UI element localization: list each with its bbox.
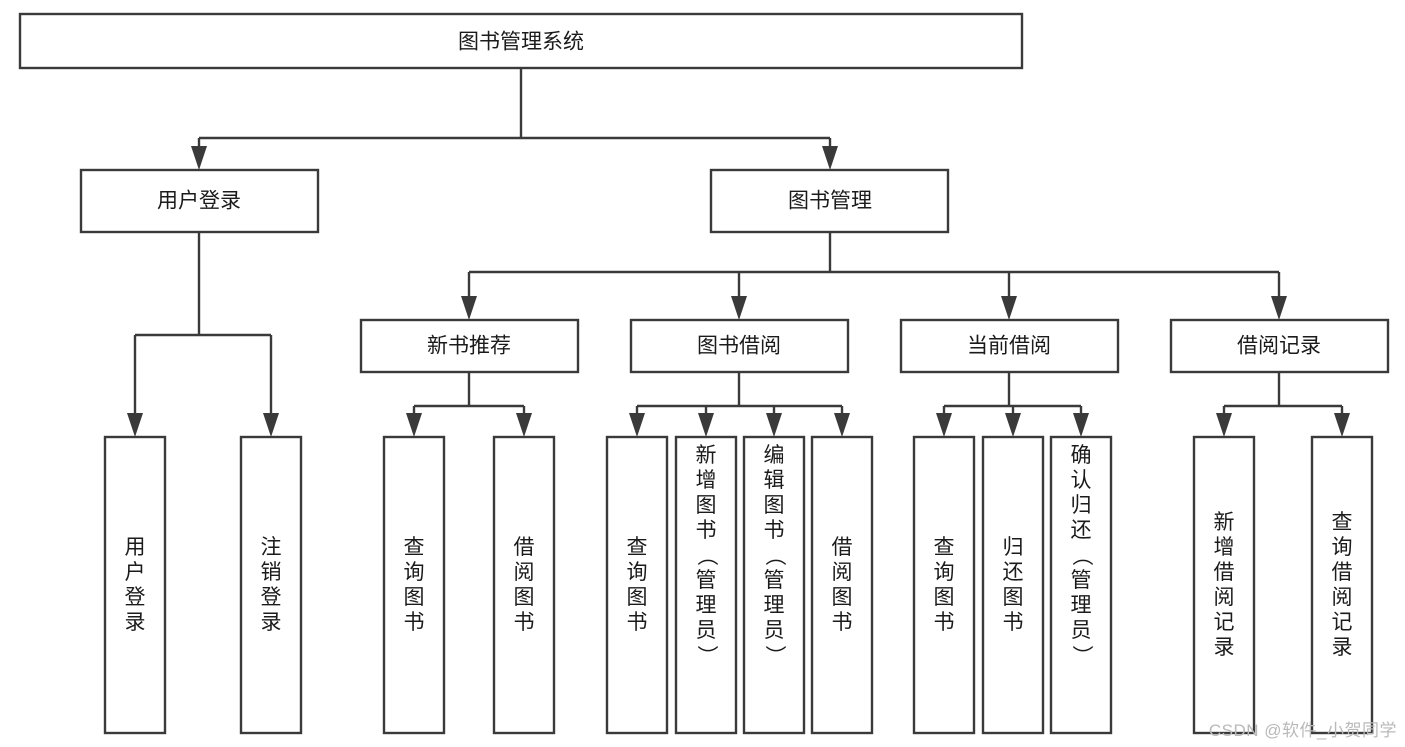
node-user-login-box [79, 168, 320, 234]
arrow-head-icon [766, 413, 782, 437]
node-book-borrow[interactable]: 图书借阅 [629, 318, 850, 374]
leaf-query-record-box[interactable] [1310, 435, 1374, 735]
node-new-book-rec-box [359, 318, 580, 374]
node-borrow-record-label: 借阅记录 [1237, 335, 1321, 358]
arrow-head-icon [936, 413, 952, 437]
arrow-head-icon [263, 413, 279, 437]
arrow-head-icon [191, 146, 207, 170]
leaf-query-book-1-box[interactable] [382, 435, 446, 735]
connector-root-to-level2 [191, 68, 838, 170]
leaf-user-login-box[interactable] [103, 435, 167, 735]
node-user-login-label: 用户登录 [157, 190, 241, 213]
connector-new-book-rec-to-leaves [406, 372, 532, 437]
leaf-add-book-box[interactable] [674, 435, 738, 735]
arrow-head-icon [1005, 413, 1021, 437]
arrow-head-icon [406, 413, 422, 437]
leaf-edit-book-box[interactable] [742, 435, 806, 735]
leaf-borrow-book-2-box[interactable] [810, 435, 874, 735]
arrow-head-icon [127, 413, 143, 437]
watermark: CSDN @软件_小贺同学 [1208, 721, 1397, 740]
node-new-book-rec-label: 新书推荐 [427, 335, 511, 358]
arrow-head-icon [629, 413, 645, 437]
connector-book-borrow-to-leaves [629, 372, 850, 437]
leaf-user-logout-box[interactable] [239, 435, 303, 735]
leaf-query-book-3-box[interactable] [912, 435, 976, 735]
arrow-head-icon [1073, 413, 1089, 437]
node-user-login[interactable]: 用户登录 [79, 168, 320, 234]
arrow-head-icon [1271, 296, 1287, 320]
node-book-borrow-label: 图书借阅 [697, 335, 781, 358]
arrow-head-icon [516, 413, 532, 437]
leaf-borrow-book-1-box[interactable] [492, 435, 556, 735]
arrow-head-icon [1001, 296, 1017, 320]
connector-borrow-record-to-leaves [1216, 372, 1350, 437]
connector-current-borrow-to-leaves [936, 372, 1089, 437]
node-borrow-record[interactable]: 借阅记录 [1169, 318, 1390, 374]
arrow-head-icon [1334, 413, 1350, 437]
arrow-head-icon [834, 413, 850, 437]
arrow-head-icon [461, 296, 477, 320]
arrow-head-icon [731, 296, 747, 320]
node-current-borrow-box [899, 318, 1120, 374]
leaf-confirm-return-box[interactable] [1049, 435, 1113, 735]
node-book-manage-label: 图书管理 [788, 190, 872, 213]
node-root-label: 图书管理系统 [458, 31, 584, 54]
node-root-box [18, 12, 1024, 70]
arrow-head-icon [1216, 413, 1232, 437]
connector-user-login-to-leaves [127, 232, 279, 437]
connector-book-manage-to-level3 [461, 232, 1287, 320]
node-root[interactable]: 图书管理系统 [18, 12, 1024, 70]
leaf-return-book-box[interactable] [981, 435, 1045, 735]
leaf-add-record-box[interactable] [1192, 435, 1256, 735]
node-book-manage[interactable]: 图书管理 [709, 168, 950, 234]
arrow-head-icon [698, 413, 714, 437]
node-current-borrow-label: 当前借阅 [967, 335, 1051, 358]
arrow-head-icon [822, 146, 838, 170]
node-new-book-rec[interactable]: 新书推荐 [359, 318, 580, 374]
node-current-borrow[interactable]: 当前借阅 [899, 318, 1120, 374]
leaf-query-book-2-box[interactable] [605, 435, 669, 735]
